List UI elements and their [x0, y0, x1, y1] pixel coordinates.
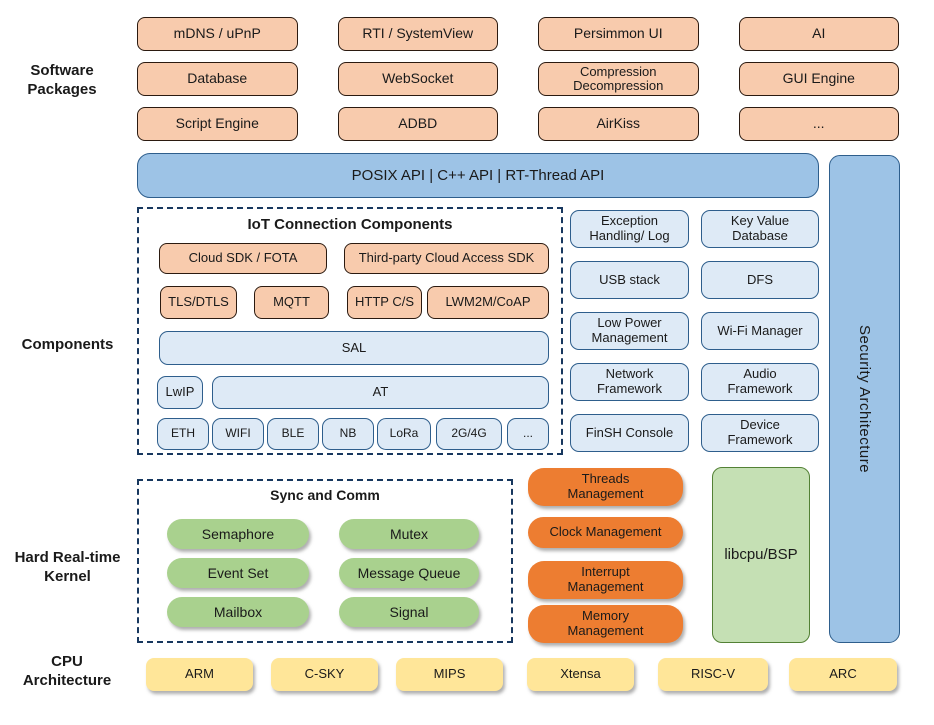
package-box: AI — [738, 17, 899, 51]
libcpu-bsp-box: libcpu/BSP — [712, 467, 810, 643]
package-box: Compression Decompression — [538, 62, 699, 96]
package-box: WebSocket — [337, 62, 498, 96]
component-box: Wi-Fi Manager — [701, 312, 819, 350]
api-bar: POSIX API | C++ API | RT-Thread API — [137, 153, 819, 198]
package-box: AirKiss — [538, 107, 699, 141]
software-packages-grid: mDNS / uPnP RTI / SystemView Persimmon U… — [137, 17, 899, 141]
link-box: 2G/4G — [436, 418, 502, 450]
package-box: Database — [137, 62, 298, 96]
cpu-arch-box: Xtensa — [527, 658, 634, 691]
iot-connection-components-box: IoT Connection Components Cloud SDK / FO… — [137, 207, 563, 455]
security-architecture-bar: Security Architecture — [829, 155, 900, 643]
package-box: Script Engine — [137, 107, 298, 141]
component-box: Low Power Management — [570, 312, 689, 350]
third-party-cloud-box: Third-party Cloud Access SDK — [344, 243, 549, 274]
link-box: ... — [507, 418, 549, 450]
cloud-sdk-box: Cloud SDK / FOTA — [159, 243, 327, 274]
package-box: Persimmon UI — [538, 17, 699, 51]
package-box: GUI Engine — [738, 62, 899, 96]
link-box: WIFI — [212, 418, 264, 450]
component-box: Network Framework — [570, 363, 689, 401]
component-box: Exception Handling/ Log — [570, 210, 689, 248]
lwip-box: LwIP — [157, 376, 203, 409]
management-box: Clock Management — [528, 517, 683, 548]
components-grid: Exception Handling/ Log Key Value Databa… — [570, 210, 819, 452]
package-box: RTI / SystemView — [337, 17, 498, 51]
management-box: Threads Management — [528, 468, 683, 506]
sync-and-comm-box: Sync and Comm Semaphore Mutex Event Set … — [137, 479, 513, 643]
protocol-box: MQTT — [254, 286, 329, 319]
component-box: DFS — [701, 261, 819, 299]
ipc-box: Signal — [339, 597, 479, 627]
security-architecture-label: Security Architecture — [856, 324, 874, 474]
cpu-arch-box: RISC-V — [658, 658, 768, 691]
package-box: ... — [738, 107, 899, 141]
section-label-software-packages: Software Packages — [27, 62, 97, 98]
package-box: mDNS / uPnP — [137, 17, 298, 51]
ipc-box: Mailbox — [167, 597, 309, 627]
cpu-arch-box: ARM — [146, 658, 253, 691]
package-box: ADBD — [337, 107, 498, 141]
component-box: USB stack — [570, 261, 689, 299]
cpu-arch-box: C-SKY — [271, 658, 378, 691]
link-box: BLE — [267, 418, 319, 450]
link-box: LoRa — [377, 418, 431, 450]
component-box: Audio Framework — [701, 363, 819, 401]
management-box: Memory Management — [528, 605, 683, 643]
ipc-box: Semaphore — [167, 519, 309, 549]
component-box: Key Value Database — [701, 210, 819, 248]
component-box: Device Framework — [701, 414, 819, 452]
cpu-arch-box: MIPS — [396, 658, 503, 691]
link-box: ETH — [157, 418, 209, 450]
sal-box: SAL — [159, 331, 549, 365]
protocol-box: HTTP C/S — [347, 286, 422, 319]
ipc-box: Message Queue — [339, 558, 479, 588]
section-label-kernel: Hard Real-time Kernel — [14, 549, 121, 585]
ipc-box: Event Set — [167, 558, 309, 588]
component-box: FinSH Console — [570, 414, 689, 452]
iot-box-title: IoT Connection Components — [247, 216, 453, 233]
protocol-box: LWM2M/CoAP — [427, 286, 549, 319]
section-label-components: Components — [21, 336, 114, 353]
link-box: NB — [322, 418, 374, 450]
at-box: AT — [212, 376, 549, 409]
protocol-box: TLS/DTLS — [160, 286, 237, 319]
management-box: Interrupt Management — [528, 561, 683, 599]
ipc-box: Mutex — [339, 519, 479, 549]
sync-box-title: Sync and Comm — [270, 487, 380, 503]
section-label-cpu: CPU Architecture — [22, 653, 112, 689]
cpu-arch-box: ARC — [789, 658, 897, 691]
